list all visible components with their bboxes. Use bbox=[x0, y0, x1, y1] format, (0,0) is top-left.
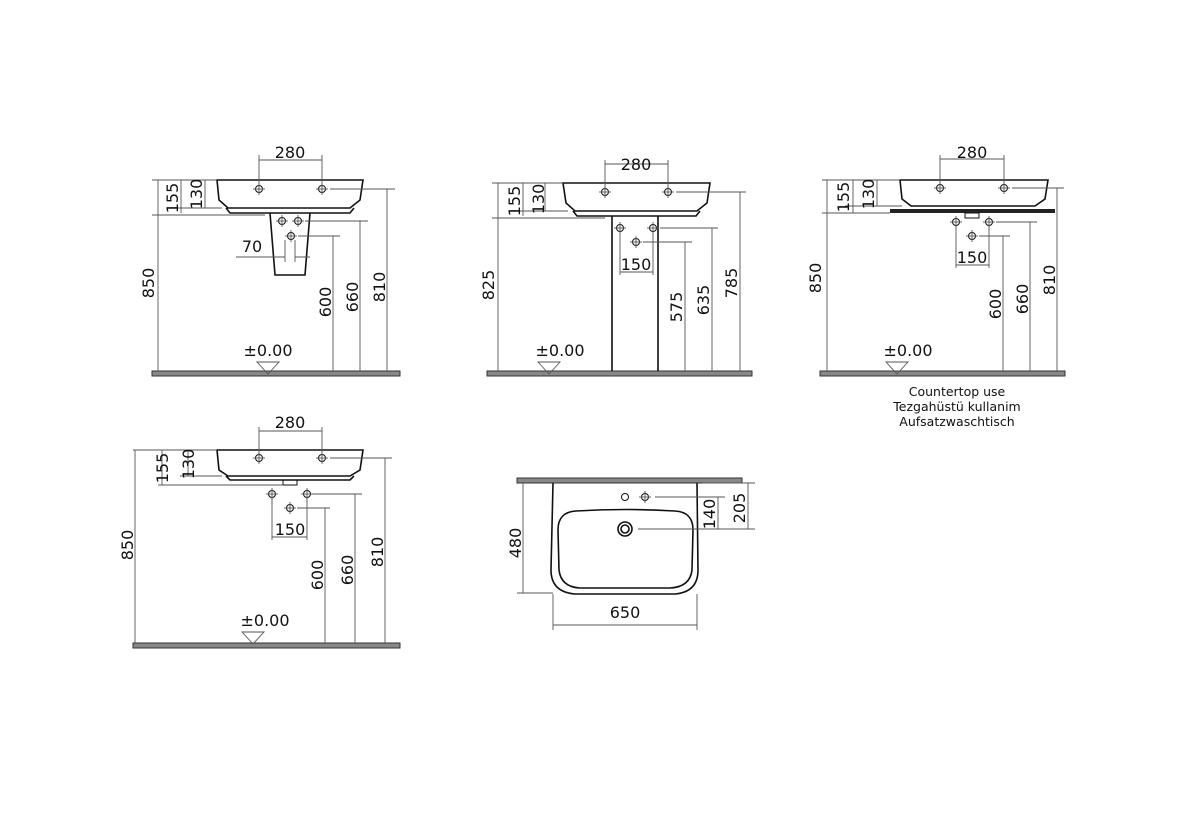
floor-line bbox=[151, 370, 401, 377]
view-countertop: 280 155 130 850 150 600 660 810 ±0.00 Co… bbox=[806, 143, 1066, 429]
floor-line bbox=[132, 642, 401, 649]
dim-810: 810 bbox=[370, 272, 389, 303]
dim-825: 825 bbox=[479, 270, 498, 301]
dim-810: 810 bbox=[368, 537, 387, 568]
semi-pedestal bbox=[269, 212, 311, 276]
dim-150: 150 bbox=[621, 255, 652, 274]
dim-600: 600 bbox=[316, 287, 335, 318]
countertop bbox=[890, 209, 1055, 213]
caption-de: Aufsatzwaschtisch bbox=[899, 414, 1014, 429]
dim-155: 155 bbox=[834, 182, 853, 213]
dim-635: 635 bbox=[694, 285, 713, 316]
drain bbox=[617, 521, 633, 537]
dim-130: 130 bbox=[859, 179, 878, 210]
dim-810: 810 bbox=[1040, 265, 1059, 296]
dim-155: 155 bbox=[163, 183, 182, 214]
view-semi-pedestal: 280 155 130 850 70 600 660 810 ±0.00 bbox=[139, 143, 401, 377]
dim-130: 130 bbox=[179, 449, 198, 480]
view-full-pedestal: 280 155 130 825 150 575 635 785 ±0.00 bbox=[479, 155, 753, 377]
pedestal bbox=[611, 216, 659, 371]
dim-660: 660 bbox=[338, 555, 357, 586]
dim-70: 70 bbox=[242, 237, 262, 256]
dim-850: 850 bbox=[118, 530, 137, 561]
basin-outline bbox=[216, 179, 364, 214]
basin-outline bbox=[562, 182, 711, 217]
dim-150: 150 bbox=[275, 520, 306, 539]
dim-850: 850 bbox=[806, 263, 825, 294]
dim-280: 280 bbox=[621, 155, 652, 174]
caption-en: Countertop use bbox=[909, 384, 1006, 399]
dim-660: 660 bbox=[1013, 284, 1032, 315]
caption-tr: Tezgahüstü kullanim bbox=[892, 399, 1020, 414]
floor-level: ±0.00 bbox=[535, 341, 584, 360]
dim-600: 600 bbox=[308, 560, 327, 591]
dim-130: 130 bbox=[529, 184, 548, 215]
basin-outline bbox=[550, 482, 699, 595]
dim-600: 600 bbox=[986, 289, 1005, 320]
floor-level: ±0.00 bbox=[243, 341, 292, 360]
dim-650: 650 bbox=[610, 603, 641, 622]
floor-level: ±0.00 bbox=[240, 611, 289, 630]
floor-line bbox=[819, 370, 1066, 377]
dim-280: 280 bbox=[957, 143, 988, 162]
view-plan: 480 650 140 205 bbox=[506, 477, 755, 630]
wall-line bbox=[516, 477, 743, 484]
dim-205: 205 bbox=[730, 493, 749, 524]
dim-280: 280 bbox=[275, 413, 306, 432]
dim-480: 480 bbox=[506, 528, 525, 559]
dim-280: 280 bbox=[275, 143, 306, 162]
dim-140: 140 bbox=[700, 499, 719, 530]
dim-155: 155 bbox=[153, 453, 172, 484]
floor-line bbox=[486, 370, 753, 377]
dim-130: 130 bbox=[187, 179, 206, 210]
bowl-outline bbox=[557, 508, 694, 589]
floor-level: ±0.00 bbox=[883, 341, 932, 360]
dim-155: 155 bbox=[505, 186, 524, 217]
dim-785: 785 bbox=[722, 268, 741, 299]
basin-outline bbox=[216, 449, 364, 481]
dim-850: 850 bbox=[139, 268, 158, 299]
dim-575: 575 bbox=[667, 292, 686, 323]
dim-150: 150 bbox=[957, 248, 988, 267]
basin-outline bbox=[899, 179, 1049, 207]
view-wall-hung: 280 155 130 850 150 600 660 810 ±0.00 bbox=[118, 413, 401, 649]
dim-660: 660 bbox=[343, 282, 362, 313]
